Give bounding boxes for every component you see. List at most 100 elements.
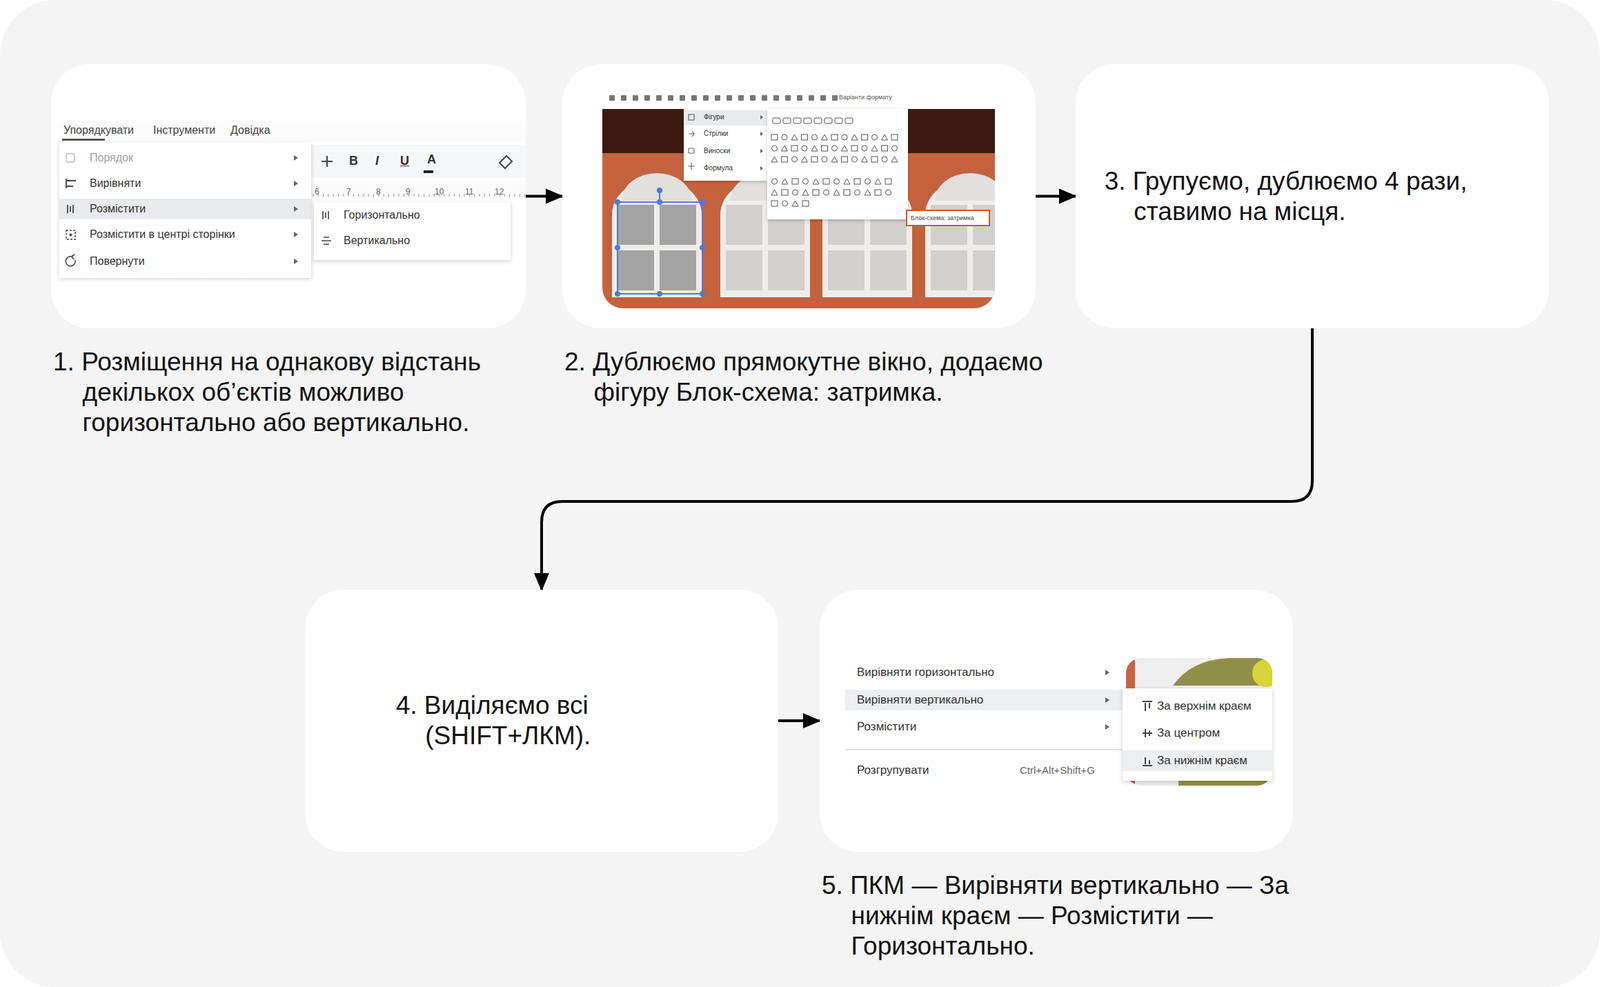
shape-icon	[843, 189, 851, 196]
ruler-tick	[449, 193, 450, 197]
menu-label: За центром	[1157, 726, 1220, 741]
menu-label: 11	[465, 186, 474, 197]
toolbar-icon	[644, 95, 650, 101]
ruler-tick	[322, 193, 324, 197]
ruler-tick	[333, 193, 334, 197]
menu-label: Варіанти формату	[838, 93, 893, 102]
shape-icon	[892, 145, 898, 152]
shape-icon	[864, 189, 871, 196]
window-pane	[870, 250, 907, 291]
shape-icon	[781, 178, 788, 185]
shape-icon	[771, 134, 778, 141]
menu-label: Вертикально	[343, 233, 410, 248]
shape-icon	[881, 145, 888, 152]
ruler-tick	[368, 193, 370, 197]
menu-label: B	[349, 153, 359, 170]
step-card: Варіанти форматуФігуриСтрілкиВиноскиФорм…	[562, 64, 1036, 329]
ruler-tick	[358, 193, 359, 197]
shape-icon	[771, 189, 778, 196]
shape-icon	[865, 178, 871, 185]
window-pane	[767, 250, 805, 291]
shape-icon	[885, 189, 892, 196]
shape-icon	[834, 178, 840, 185]
ruler-tick	[524, 193, 526, 197]
menu-label: 10	[434, 186, 444, 197]
menu-label: Виноски	[703, 146, 730, 156]
ruler-tick	[388, 193, 390, 197]
flow-arrow	[1035, 195, 1076, 199]
ruler-tick	[413, 193, 415, 197]
window-pane	[617, 250, 655, 291]
ruler-tick	[383, 193, 385, 197]
ruler-tick	[514, 193, 516, 197]
shape-icon	[841, 145, 848, 152]
shape-icon	[891, 156, 898, 163]
shape-icon	[841, 134, 848, 141]
toolbar-icon	[679, 95, 686, 101]
shape-icon	[851, 145, 858, 152]
step-caption: 1. Розміщення на однакову відстань декіл…	[53, 347, 559, 439]
ruler-tick	[327, 193, 329, 197]
shape-icon	[782, 200, 788, 207]
menu-label: Розмістити	[89, 202, 146, 216]
screenshot-frame: Вирівняти горизонтальноВирівняти вертика…	[819, 589, 1293, 853]
shape-icon	[834, 117, 843, 124]
step-card: УпорядкуватиІнструментиДовідкаПорядокВир…	[51, 64, 526, 329]
window-pane	[930, 250, 968, 291]
shape-icon	[821, 156, 828, 163]
menu-label: Ctrl+Alt+Shift+G	[1019, 764, 1095, 777]
shape-icon	[792, 200, 799, 207]
step-text: 4. Виділяємо всі (SHIFT+ЛКМ).	[396, 690, 688, 752]
ruler-tick	[393, 193, 394, 197]
shape-icon	[823, 189, 830, 196]
ruler-tick	[313, 193, 314, 197]
ruler-tick	[403, 193, 405, 197]
shape-icon	[803, 117, 812, 124]
menu-label: Порядок	[89, 151, 134, 165]
shape-icon	[771, 200, 778, 207]
ruler-tick	[342, 193, 344, 197]
menu-label: U	[400, 153, 410, 170]
menu-label: 12	[494, 186, 504, 197]
shape-icon	[793, 117, 802, 124]
shape-icon	[833, 189, 840, 196]
ruler-tick	[428, 193, 430, 197]
menu-label: За верхнім краєм	[1157, 699, 1252, 714]
shape-icon	[771, 156, 778, 163]
shape-icon	[801, 145, 808, 152]
shape-icon	[824, 117, 833, 124]
window-top	[621, 173, 693, 201]
menu-label: Горизонтально	[343, 208, 421, 222]
shape-icon	[801, 134, 808, 141]
ruler-tick	[473, 193, 475, 197]
toolbar-icon	[703, 95, 709, 101]
shape-icon	[854, 178, 861, 185]
shape-icon	[891, 134, 898, 141]
shape-icon	[861, 145, 868, 152]
menu-label: A	[427, 152, 437, 168]
shape-icon	[831, 134, 838, 141]
window-pane	[617, 204, 655, 245]
ruler-tick	[519, 193, 521, 197]
toolbar-icon	[714, 95, 721, 101]
toolbar-icon	[773, 95, 779, 101]
shape-icon	[881, 134, 888, 141]
shape-icon	[881, 156, 888, 163]
ruler-tick	[373, 193, 374, 197]
toolbar-icon	[749, 95, 756, 101]
shape-icon	[781, 134, 788, 141]
shape-icon	[802, 189, 809, 196]
shape-icon	[812, 189, 819, 196]
menu-label: Довідка	[230, 123, 271, 137]
flow-arrow	[525, 195, 563, 199]
menu-label: Фігури	[703, 113, 725, 122]
screenshot-frame: Варіанти форматуФігуриСтрілкиВиноскиФорм…	[562, 64, 1036, 329]
ruler-tick	[443, 193, 445, 197]
shape-icon	[854, 189, 861, 196]
step-text: 3. Групуємо, дублюємо 4 рази, ставимо на…	[1104, 166, 1521, 227]
toolbar-icon	[738, 95, 744, 101]
slides-screenshot	[562, 64, 1036, 329]
ruler-tick	[484, 193, 486, 197]
shape-icon	[781, 156, 788, 163]
